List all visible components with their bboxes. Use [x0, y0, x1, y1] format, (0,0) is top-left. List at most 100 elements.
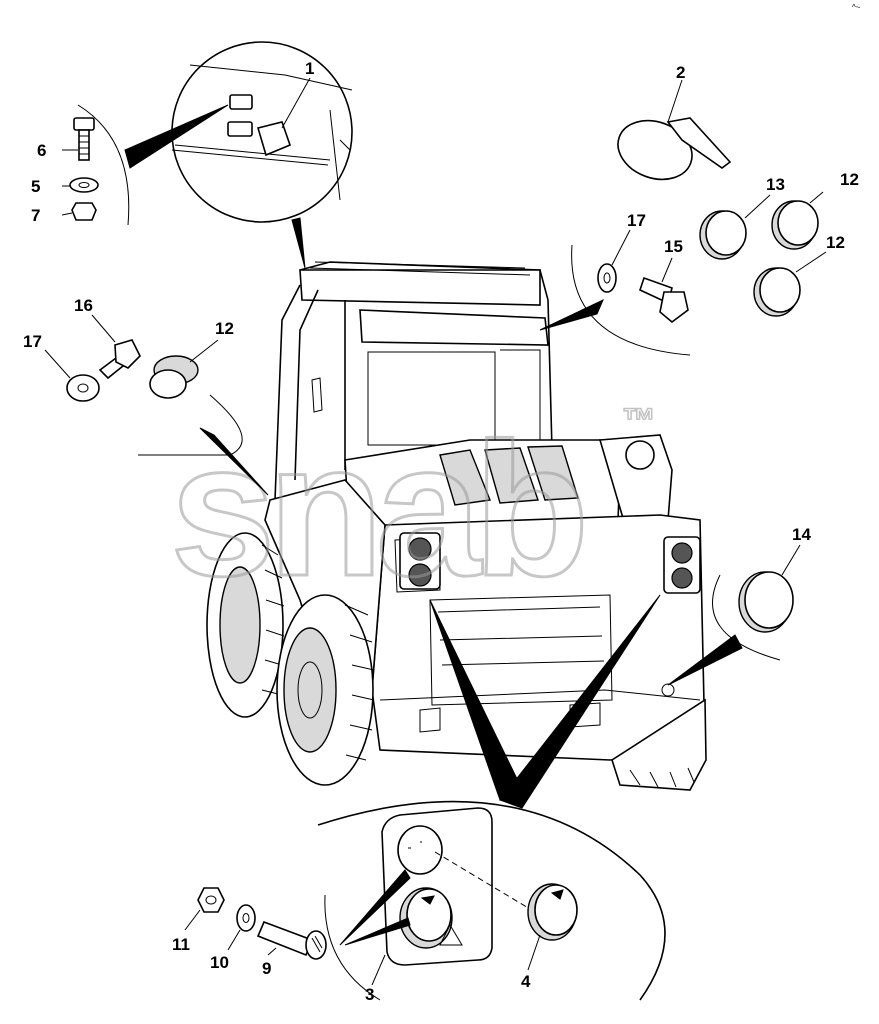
washer-17-left-hole: [77, 383, 89, 393]
front-left-hub: [297, 661, 323, 719]
callout-12-top: 12: [840, 170, 859, 189]
leader-16: [91, 314, 116, 343]
front-left-tire: [276, 594, 375, 786]
callout-17-right: 17: [627, 211, 646, 230]
washer-10-hole: [242, 913, 250, 923]
rear-left-tire: [206, 532, 285, 718]
lamp-reflector-triangle: [439, 923, 463, 946]
cab-handle: [311, 377, 323, 413]
lamp-socket-details: [408, 841, 422, 849]
nut-11: [197, 887, 225, 913]
leader-1: [281, 77, 311, 129]
bolt-9-shank: [256, 920, 314, 957]
plug-12-top: [771, 200, 819, 250]
bolt-6-head: [73, 117, 95, 131]
bolt-9: [256, 920, 327, 960]
roof-grille-lines: [309, 261, 531, 276]
corner-mark: ^~: [852, 3, 861, 12]
plug-hole-14: [661, 683, 675, 697]
plug-12-left-cap: [149, 369, 187, 399]
callout-9: 9: [262, 959, 271, 978]
magnified-cable-clamp: [256, 121, 292, 157]
cable-tie-tail: [666, 117, 732, 169]
rear-door-lines: [437, 606, 605, 666]
lamp-housing-3: [381, 807, 541, 966]
washer-5: [69, 177, 99, 193]
lift-arm-pivot: [625, 440, 655, 470]
leader-4: [527, 934, 541, 971]
detail-arc-bolt-9: [324, 894, 381, 1001]
bolt-6: [73, 117, 95, 161]
lamp-lower-mark: [420, 895, 435, 905]
detail-arc-14: [712, 574, 781, 661]
washer-17-right-hole: [603, 272, 611, 284]
lens-4-face: [534, 884, 578, 936]
callout-6: 6: [37, 141, 46, 160]
rear-pillar: [500, 349, 541, 440]
callout-labels: 1 2 3 4 5 6 7 9 10 11 12 12 12 13 14 15 …: [23, 59, 859, 1004]
leader-12a: [809, 191, 824, 204]
callout-14: 14: [792, 525, 811, 544]
left-rops-post-inner: [294, 289, 319, 481]
pointer-right-detail: [539, 298, 604, 331]
plug-13-cap: [705, 210, 747, 256]
magnified-roof-edge: [171, 64, 353, 166]
callout-5: 5: [31, 177, 40, 196]
right-light-lens-top: [671, 542, 693, 564]
callout-16: 16: [74, 296, 93, 315]
leader-7: [61, 212, 73, 216]
callout-2: 2: [676, 63, 685, 82]
callout-17-left: 17: [23, 332, 42, 351]
bolt-16-head: [114, 339, 141, 369]
pointer-lamp-lower: [344, 917, 411, 946]
cable-tie-loop: [617, 119, 693, 181]
leader-12c: [189, 339, 219, 363]
washer-17-right: [597, 263, 617, 293]
front-left-tread: [344, 604, 375, 761]
right-light-lens-bottom: [671, 567, 693, 589]
detail-arc-fasteners: [77, 104, 130, 226]
bolt-15-head: [659, 291, 689, 324]
callout-3: 3: [365, 985, 374, 1004]
bolt-9-head-detail: [311, 935, 323, 953]
watermark-trademark: ™: [622, 402, 656, 440]
leader-10: [227, 929, 241, 951]
lens-4: [527, 883, 578, 941]
left-light-lens-top: [408, 537, 432, 561]
nut-11-hole: [205, 895, 217, 905]
cable-tie-2: [617, 117, 732, 181]
cab-roof: [299, 269, 541, 306]
callout-7: 7: [31, 206, 40, 225]
leader-13: [744, 194, 771, 219]
lamp-lower-face: [406, 888, 452, 942]
lamp-upper-socket: [397, 825, 443, 875]
rear-door-panel: [429, 594, 613, 706]
callout-12-left: 12: [215, 319, 234, 338]
lamp-explode-line: [434, 851, 541, 916]
watermark: snab ™: [169, 401, 657, 617]
skid-steer-loader: [206, 261, 707, 791]
leader-14: [781, 544, 801, 576]
right-tail-light: [663, 536, 701, 594]
callout-15: 15: [664, 237, 683, 256]
plug-12-left: [149, 355, 199, 399]
callout-4: 4: [521, 972, 531, 991]
bolt-15: [639, 276, 689, 324]
magnified-bolt-head: [229, 94, 253, 110]
callout-1: 1: [305, 59, 314, 78]
detail-magnifier-top: [171, 41, 353, 269]
plug-12-mid: [753, 267, 801, 317]
rear-left-tread: [261, 544, 285, 695]
cooling-vent-1: [439, 449, 491, 506]
pointer-14: [667, 634, 743, 686]
front-left-rim: [283, 627, 337, 753]
washer-10: [236, 904, 256, 932]
right-tire-tread: [629, 767, 695, 788]
magnified-nut: [227, 121, 253, 137]
nut-7: [71, 202, 97, 221]
pointer-left-detail: [199, 427, 269, 496]
plug-12-top-cap: [777, 200, 819, 246]
left-rops-post-outer: [274, 284, 301, 501]
